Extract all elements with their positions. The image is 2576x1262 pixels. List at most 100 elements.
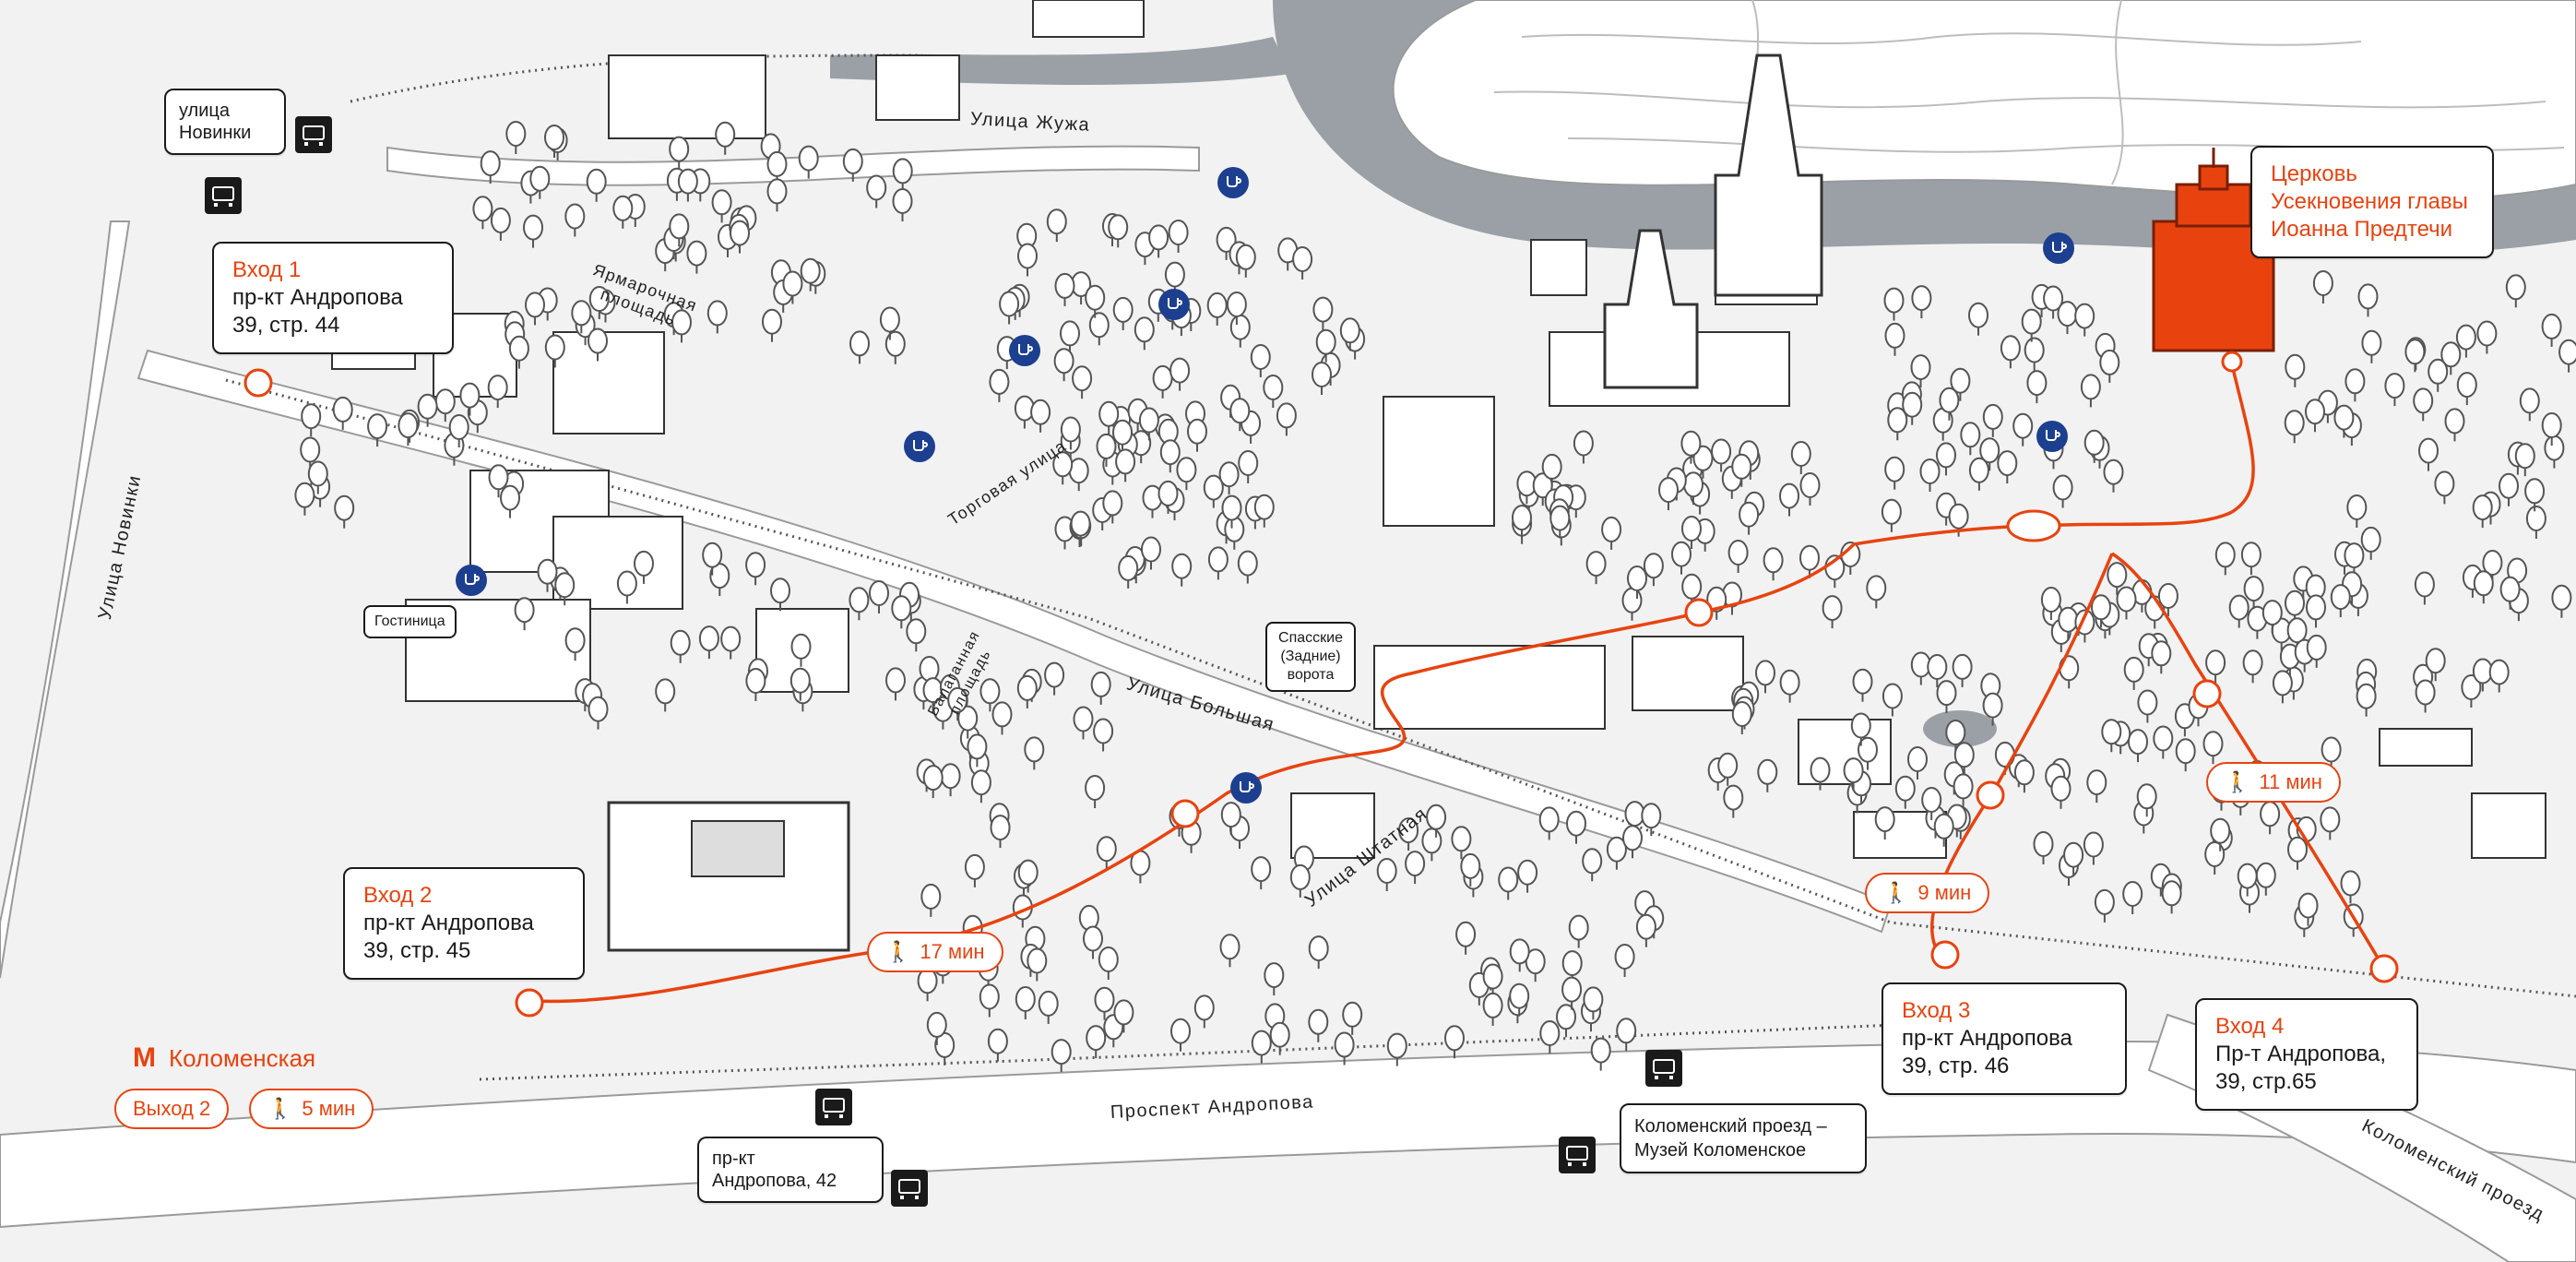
tree: [964, 853, 985, 880]
tree: [1405, 851, 1426, 877]
tree: [940, 763, 961, 790]
entrance-1-callout[interactable]: Вход 1 пр-кт Андропова 39, стр. 44: [212, 242, 454, 354]
bus-stop-kolomensky-line2: Музей Коломенское: [1634, 1140, 1807, 1161]
cafe-icon[interactable]: [904, 431, 935, 462]
bus-stop-novinki-callout[interactable]: улица Новинки: [164, 89, 286, 155]
tree: [2306, 634, 2327, 661]
tree: [1635, 913, 1656, 940]
bus-stop-kolomensky-callout[interactable]: Коломенский проезд – Музей Коломенское: [1620, 1103, 1867, 1173]
tree: [970, 769, 991, 796]
tree: [720, 625, 742, 652]
walk-time-11-pill[interactable]: 🚶11 мин: [2206, 762, 2341, 803]
tree: [1927, 654, 1948, 680]
ascension-church: [1714, 54, 1823, 297]
cafe-icon[interactable]: [1217, 167, 1249, 198]
tree: [987, 1028, 1008, 1054]
tree: [1482, 963, 1503, 990]
cafe-icon[interactable]: [2043, 232, 2074, 264]
cafe-icon[interactable]: [1009, 335, 1040, 366]
walk-time-9-pill[interactable]: 🚶9 мин: [1865, 873, 1990, 913]
metro-walk-time-text: 5 мин: [302, 1097, 356, 1120]
tree: [1482, 992, 1503, 1018]
cafe-icon[interactable]: [456, 565, 487, 596]
cafe-icon[interactable]: [2036, 421, 2068, 452]
bus-stop-icon[interactable]: [1645, 1050, 1682, 1087]
tree: [1549, 505, 1571, 531]
tree: [1444, 1025, 1465, 1052]
tree: [1717, 752, 1739, 779]
tree: [711, 189, 732, 216]
tree: [1229, 398, 1251, 424]
tree: [2285, 353, 2306, 380]
tree: [1312, 362, 1332, 387]
tree: [1779, 669, 1800, 696]
tree: [1723, 784, 1744, 811]
cafe-icon[interactable]: [1158, 289, 1190, 320]
spasskie-gate-label[interactable]: Спасские (Задние) ворота: [1265, 622, 1356, 692]
tree: [1251, 1030, 1272, 1056]
tree: [1054, 272, 1075, 299]
tree: [1997, 450, 2018, 477]
tree: [1141, 536, 1161, 563]
tree: [892, 158, 913, 185]
walk-time-17-pill[interactable]: 🚶17 мин: [867, 932, 1003, 972]
entrance-4-address-line2: 39, стр.65: [2215, 1069, 2317, 1094]
bus-stop-icon[interactable]: [891, 1170, 928, 1207]
tree: [1157, 480, 1179, 506]
tree: [1641, 803, 1662, 829]
tree: [745, 552, 766, 578]
tree: [1590, 1037, 1611, 1064]
tree: [2083, 429, 2105, 456]
hotel-label[interactable]: Гостиница: [363, 605, 457, 638]
tree: [789, 667, 811, 694]
tree: [766, 178, 788, 205]
tree: [2514, 443, 2535, 470]
tree: [1968, 302, 1988, 328]
tree: [2128, 729, 2148, 756]
tree: [334, 494, 355, 521]
metro-walk-time-pill[interactable]: 🚶5 мин: [249, 1089, 374, 1129]
tree: [1810, 756, 1831, 783]
tree: [1421, 827, 1442, 854]
tree: [782, 270, 803, 297]
tree: [1627, 566, 1647, 591]
entrance-3-callout[interactable]: Вход 3 пр-кт Андропова 39, стр. 46: [1882, 982, 2127, 1095]
bus-stop-icon[interactable]: [205, 177, 242, 214]
tree: [2544, 435, 2565, 461]
tree: [920, 883, 942, 910]
metro-exit-pill[interactable]: Выход 2: [114, 1089, 230, 1129]
tree: [2012, 412, 2034, 439]
tree: [1094, 986, 1115, 1013]
tree: [564, 627, 586, 654]
tree: [1187, 418, 1207, 445]
tree: [1582, 848, 1603, 875]
metro-logo-icon: М: [133, 1042, 156, 1073]
tree: [2297, 892, 2319, 919]
tree: [1164, 261, 1185, 288]
tree: [2099, 349, 2120, 375]
tree: [1219, 934, 1241, 960]
cafe-icon[interactable]: [1230, 772, 1262, 804]
entrance-4-callout[interactable]: Вход 4 Пр-т Андропова, 39, стр.65: [2195, 998, 2418, 1111]
entrance-2-callout[interactable]: Вход 2 пр-кт Андропова 39, стр. 45: [343, 867, 585, 980]
bus-stop-icon[interactable]: [815, 1089, 852, 1125]
pavilion-roof-grid: [691, 820, 785, 877]
buildings: [331, 0, 2546, 859]
direction-arrow-icon: [243, 351, 2399, 1018]
bus-stop-andropova-42-callout[interactable]: пр-кт Андропова, 42: [697, 1137, 884, 1203]
tree: [2425, 648, 2446, 674]
church-callout[interactable]: Церковь Усекновения главы Иоанна Предтеч…: [2250, 146, 2494, 258]
tree: [2346, 494, 2368, 520]
tree: [999, 291, 1020, 317]
tree: [990, 815, 1011, 841]
tree: [2404, 339, 2426, 365]
bus-stop-icon[interactable]: [295, 116, 332, 153]
tree: [1919, 458, 1941, 484]
entrance-3-title: Вход 3: [1902, 998, 1971, 1023]
tree: [1315, 328, 1336, 355]
bus-stop-icon[interactable]: [1559, 1137, 1596, 1173]
tree: [1115, 448, 1136, 475]
tree: [1015, 986, 1036, 1012]
tree: [1086, 1025, 1107, 1052]
